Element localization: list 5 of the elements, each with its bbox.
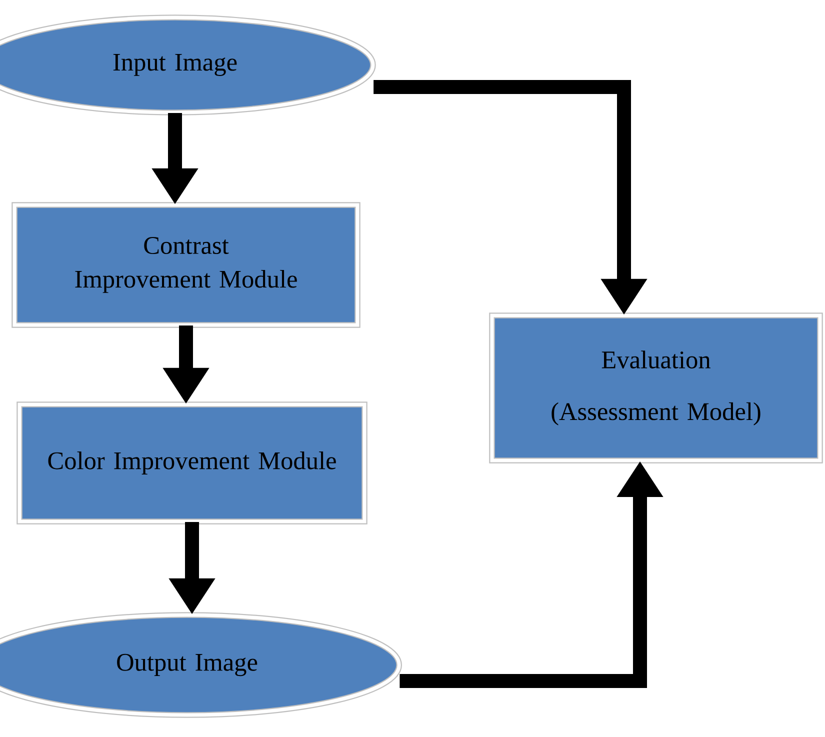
ellipse-node: Input Image [0, 14, 376, 116]
ellipse-node: Output Image [0, 612, 402, 718]
process-box: Evaluation (Assessment Model) [489, 312, 823, 464]
process-box: Contrast Improvement Module [12, 202, 360, 328]
process-box: Color Improvement Module [16, 402, 368, 524]
